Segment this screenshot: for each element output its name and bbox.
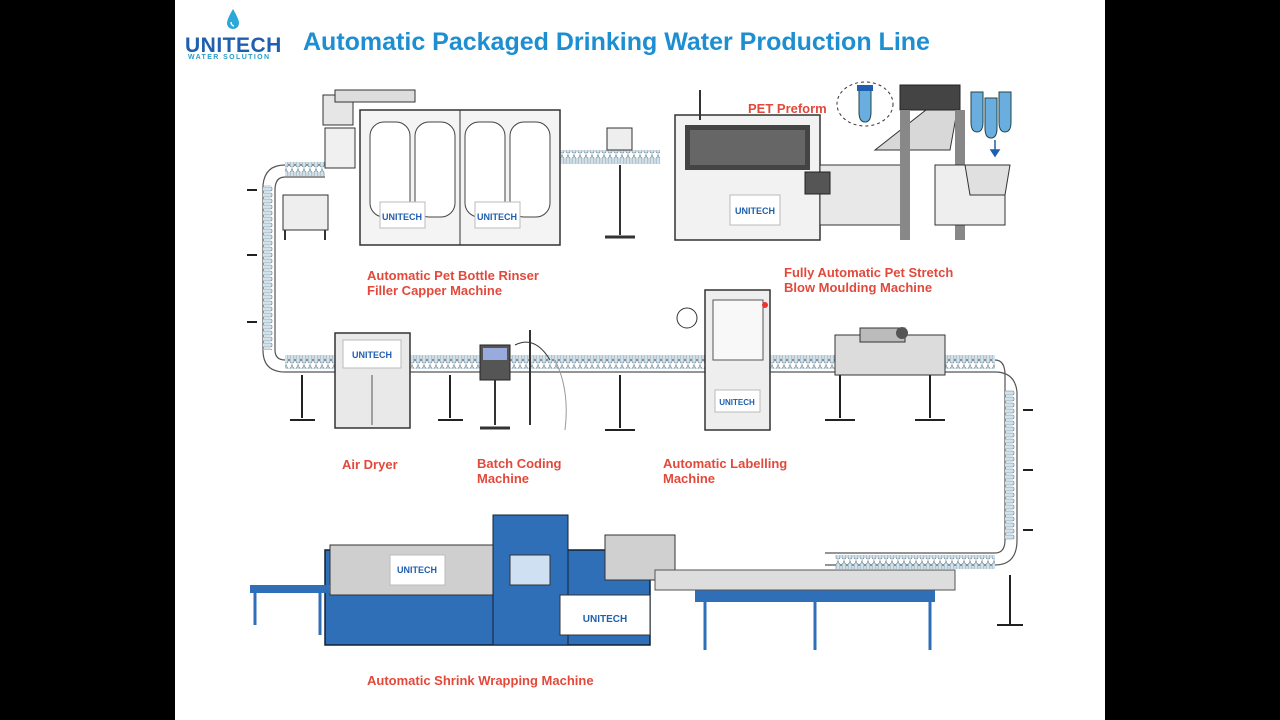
svg-text:UNITECH: UNITECH [382, 212, 422, 222]
production-line-illustration: UNITECH UNITECH UNITECH [247, 81, 1033, 650]
label-pet-preform: PET Preform [748, 101, 827, 116]
svg-text:UNITECH: UNITECH [477, 212, 517, 222]
svg-text:UNITECH: UNITECH [583, 614, 627, 625]
svg-text:UNITECH: UNITECH [397, 565, 437, 575]
water-drop-icon [227, 9, 239, 29]
arrow-down-icon [989, 140, 1001, 158]
svg-text:UNITECH: UNITECH [735, 206, 775, 216]
conveyor-bottles-bottom [835, 555, 995, 569]
blow-moulding-machine: UNITECH [605, 84, 1011, 241]
air-dryer-machine: UNITECH [334, 332, 411, 429]
bottle-preform-icon [857, 85, 1012, 139]
brand-tagline: WATER SOLUTION [188, 54, 271, 61]
page-title: Automatic Packaged Drinking Water Produc… [303, 28, 930, 56]
svg-text:UNITECH: UNITECH [719, 398, 755, 407]
svg-text:UNITECH: UNITECH [352, 350, 392, 360]
label-air-dryer: Air Dryer [342, 457, 398, 472]
rinser-filler-capper-machine: UNITECH UNITECH [282, 89, 561, 246]
shrink-wrapping-machine: UNITECH UNITECH [250, 514, 956, 650]
diagram-canvas: UNITECH WATER SOLUTION Automatic Package… [175, 0, 1105, 720]
conveyor-bottles-right [1005, 390, 1017, 540]
brand-name: UNITECH [185, 34, 282, 57]
conveyor-bottles-left [263, 185, 275, 350]
shrink-sleeve-tunnel [834, 327, 946, 376]
conveyor-bottles-middle [285, 355, 995, 369]
brand-logo: UNITECH WATER SOLUTION [185, 8, 285, 64]
batch-coding-machine [479, 330, 567, 431]
label-shrink-wrapping: Automatic Shrink Wrapping Machine [367, 673, 594, 688]
labelling-machine: UNITECH [676, 289, 771, 431]
